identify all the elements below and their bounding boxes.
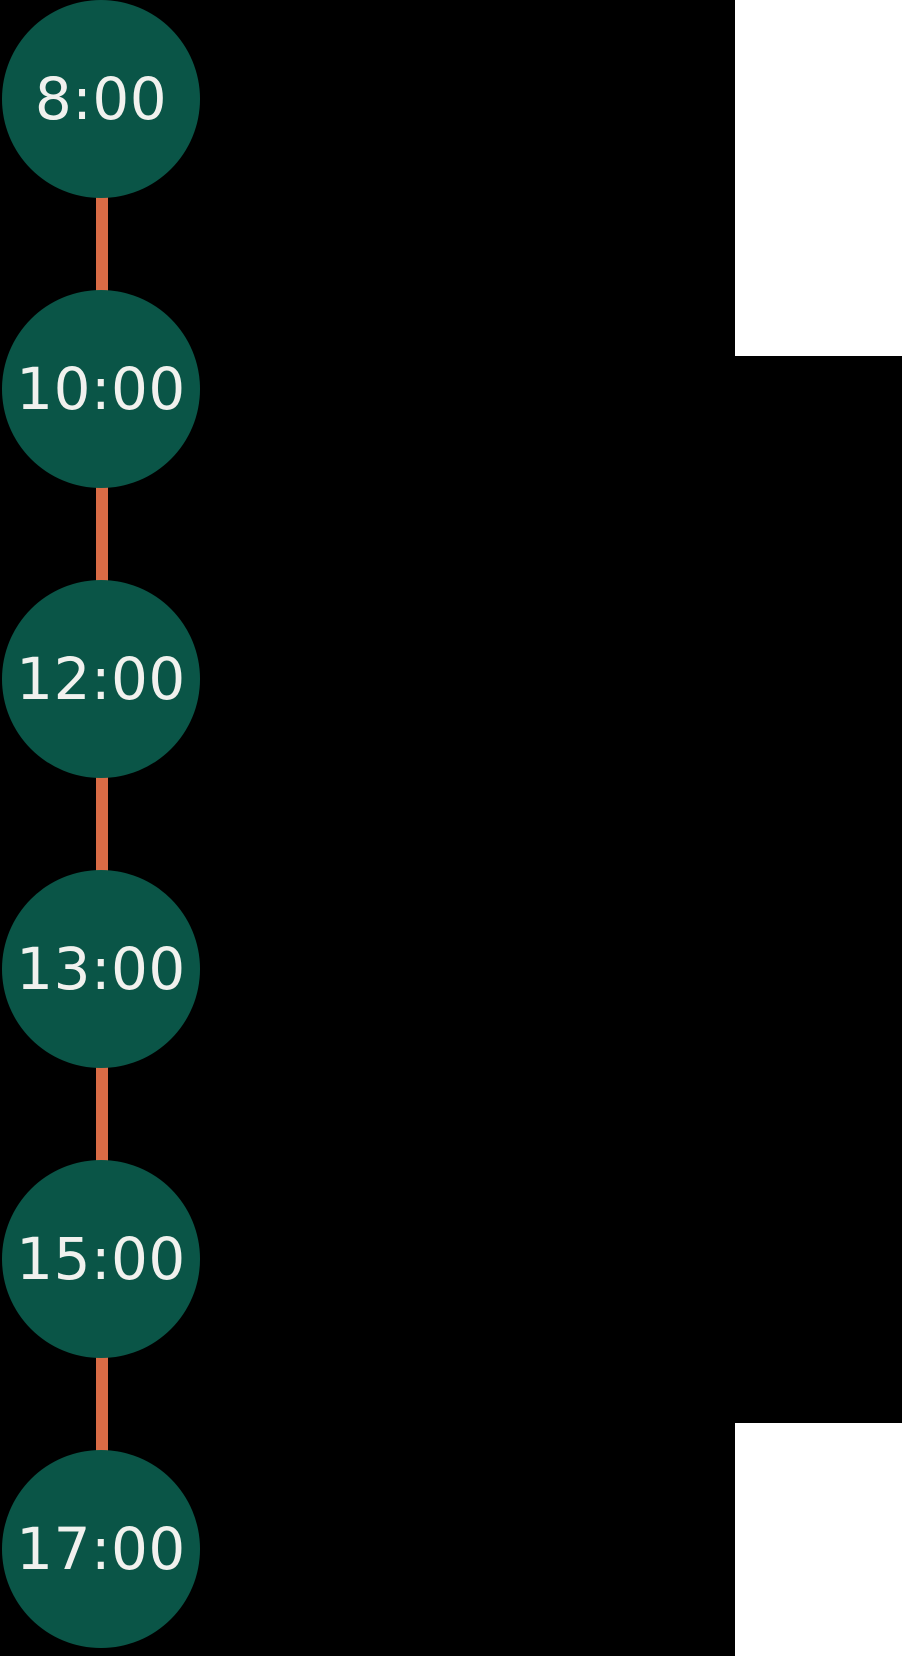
white-strip-right xyxy=(902,0,909,1668)
white-panel-bottom-right xyxy=(735,1423,909,1668)
time-label: 12:00 xyxy=(16,645,186,713)
time-label: 15:00 xyxy=(16,1225,186,1293)
time-label: 13:00 xyxy=(16,935,186,1003)
timeline-connector xyxy=(96,776,108,872)
timeline-connector xyxy=(96,196,108,292)
timeline-node[interactable]: 13:00 xyxy=(2,870,200,1068)
white-panel-top-right xyxy=(735,0,909,356)
timeline-node[interactable]: 8:00 xyxy=(2,0,200,198)
timeline-node[interactable]: 12:00 xyxy=(2,580,200,778)
timeline-node[interactable]: 17:00 xyxy=(2,1450,200,1648)
timeline-connector xyxy=(96,1356,108,1452)
time-label: 10:00 xyxy=(16,355,186,423)
time-label: 8:00 xyxy=(34,65,168,133)
timeline: 8:00 10:00 12:00 13:00 15:00 17:00 xyxy=(0,0,210,1668)
timeline-connector xyxy=(96,1066,108,1162)
timeline-connector xyxy=(96,486,108,582)
white-strip-bottom xyxy=(0,1656,909,1668)
timeline-node[interactable]: 10:00 xyxy=(2,290,200,488)
time-label: 17:00 xyxy=(16,1515,186,1583)
timeline-node[interactable]: 15:00 xyxy=(2,1160,200,1358)
